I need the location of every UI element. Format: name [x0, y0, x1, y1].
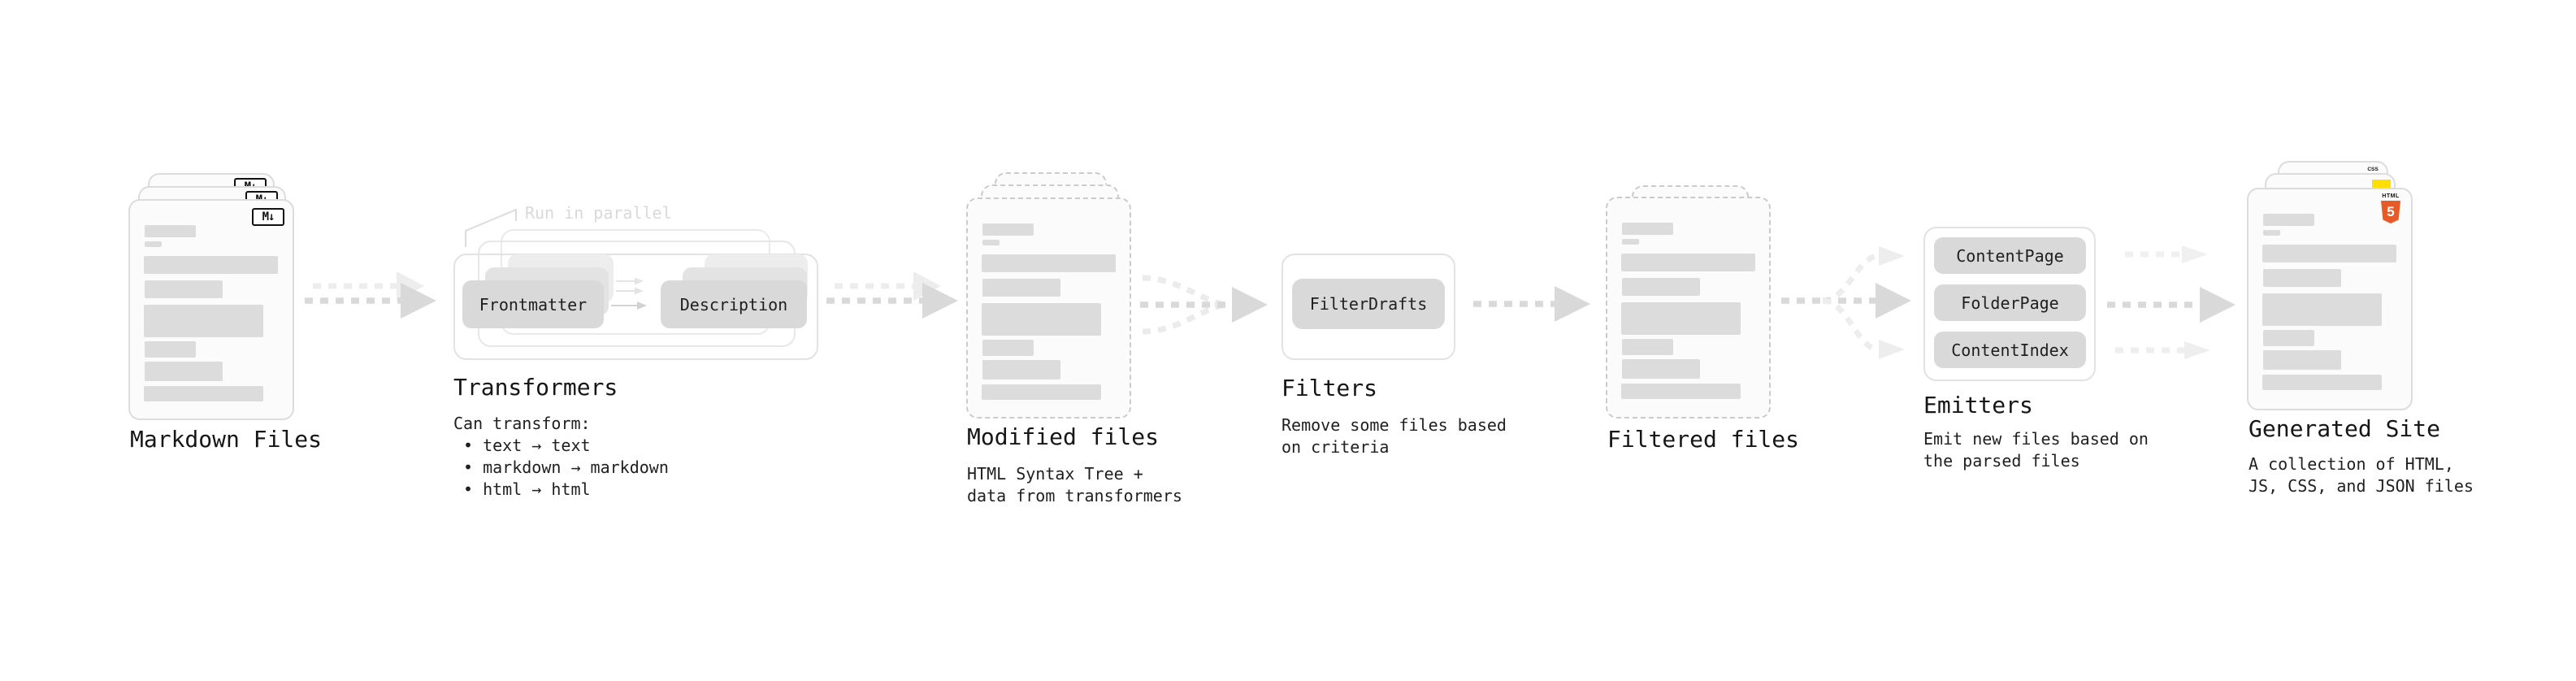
markdown-icon: M↓ [252, 208, 284, 226]
filterdrafts-node: FilterDrafts [1292, 279, 1445, 329]
text-line-placeholder [982, 279, 1060, 297]
text-line-placeholder [2262, 375, 2382, 390]
arrow-filtered-to-emitters [1781, 246, 1911, 359]
arrow-emitters-to-generated [2107, 245, 2236, 359]
generated-site-description: A collection of HTML, JS, CSS, and JSON … [2249, 454, 2474, 496]
capability-item: • html → html [463, 479, 591, 499]
arrow-modified-to-filters [1140, 275, 1268, 335]
transformers-capability-list: • text → text • markdown → markdown • ht… [453, 435, 669, 501]
text-line-placeholder [2263, 214, 2314, 226]
text-line-placeholder [982, 360, 1060, 380]
description-node: Description [661, 280, 807, 328]
html5-icon-shield: 5 [2381, 201, 2400, 223]
text-line-placeholder [144, 256, 278, 274]
text-line-placeholder [145, 225, 196, 237]
html5-icon-label: HTML [2382, 193, 2400, 199]
emitters-description: Emit new files based on the parsed files [1923, 429, 2149, 471]
stage-label-emitters: Emitters [1923, 392, 2033, 419]
filters-description: Remove some files based on criteria [1281, 415, 1507, 457]
stage-label-modified-files: Modified files [967, 423, 1160, 450]
text-line-placeholder [2263, 350, 2341, 370]
markdown-file-card: M↓ [128, 199, 294, 420]
text-line-placeholder [982, 223, 1034, 236]
text-line-placeholder [1622, 278, 1700, 296]
filtered-file-card [1606, 197, 1771, 419]
run-in-parallel-callout-line [465, 208, 517, 247]
text-line-placeholder [2262, 293, 2382, 326]
text-line-placeholder [1622, 339, 1673, 355]
stage-label-filtered-files: Filtered files [1607, 426, 1800, 453]
capability-item: • text → text [463, 436, 591, 455]
text-line-placeholder [145, 241, 162, 247]
js-icon [2372, 180, 2391, 189]
text-line-placeholder [982, 303, 1101, 336]
stage-label-filters: Filters [1281, 375, 1378, 401]
stage-label-markdown-files: Markdown Files [130, 426, 323, 453]
modified-file-card [966, 197, 1131, 419]
arrow-transformers-to-modified [826, 271, 958, 319]
text-line-placeholder [144, 386, 263, 401]
text-line-placeholder [2262, 245, 2396, 262]
text-line-placeholder [982, 240, 1000, 245]
text-line-placeholder [1621, 302, 1741, 335]
text-line-placeholder [145, 341, 196, 358]
text-line-placeholder [145, 280, 223, 298]
stage-label-transformers: Transformers [453, 374, 618, 401]
text-line-placeholder [1622, 359, 1700, 379]
transformers-desc-title: Can transform: [453, 414, 591, 433]
arrow-frontmatter-to-description [611, 277, 647, 310]
capability-item: • markdown → markdown [463, 458, 669, 477]
frontmatter-node: Frontmatter [462, 280, 604, 328]
text-line-placeholder [2263, 269, 2341, 287]
text-line-placeholder [1622, 239, 1639, 245]
text-line-placeholder [982, 384, 1101, 400]
folderpage-node: FolderPage [1934, 284, 2086, 321]
text-line-placeholder [145, 362, 223, 381]
contentpage-node: ContentPage [1934, 237, 2086, 274]
text-line-placeholder [1621, 254, 1755, 271]
text-line-placeholder [982, 340, 1034, 356]
text-line-placeholder [144, 305, 263, 337]
modified-files-description: HTML Syntax Tree + data from transformer… [967, 464, 1182, 505]
html5-icon: HTML 5 [2380, 193, 2401, 223]
text-line-placeholder [2263, 230, 2280, 236]
transformers-group [453, 254, 818, 360]
run-in-parallel-note: Run in parallel [525, 203, 672, 223]
stage-label-generated-site: Generated Site [2249, 415, 2441, 442]
text-line-placeholder [1621, 384, 1741, 399]
arrow-filters-to-filtered [1473, 286, 1590, 322]
generated-file-card-html: HTML 5 [2247, 188, 2413, 410]
contentindex-node: ContentIndex [1934, 332, 2086, 368]
text-line-placeholder [982, 254, 1116, 272]
arrow-markdown-to-transformers [305, 271, 436, 319]
text-line-placeholder [2263, 330, 2314, 346]
text-line-placeholder [1622, 223, 1673, 235]
